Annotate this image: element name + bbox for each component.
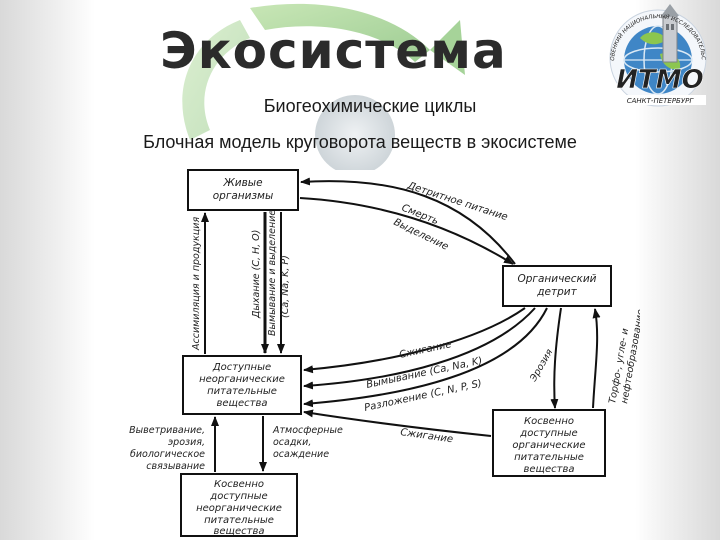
box-label: неорганические [196, 503, 282, 514]
box-label: доступные [209, 491, 267, 502]
label-respiration: Дыхание (C, H, O) [251, 230, 262, 319]
box-label: Живые [222, 177, 262, 189]
box-label: вещества [217, 398, 268, 409]
label-atmospheric: осадки, [273, 437, 311, 448]
recycle-arrow-decoration [182, 3, 465, 170]
box-indirect-inorganic: Косвенно доступные неорганические питате… [180, 473, 298, 537]
arrow-peat [592, 308, 601, 409]
slide-subtitle: Биогеохимические циклы [263, 96, 477, 116]
label-atmospheric: Атмосферные [272, 425, 343, 436]
label-weathering: эрозия, [168, 437, 205, 448]
box-label: неорганические [199, 374, 285, 385]
label-burning-2: Сжигание [400, 427, 454, 445]
label-leaching-2: (Ca, Na, K, P) [280, 255, 291, 318]
arrow-death-excretion [299, 197, 514, 265]
label-weathering: Выветривание, [129, 425, 205, 436]
box-label: органические [512, 440, 585, 451]
box-label: детрит [536, 286, 577, 298]
box-label: вещества [524, 464, 575, 475]
box-indirect-organic: Косвенно доступные органические питатель… [492, 409, 606, 477]
box-available-nutrients: Доступные неорганические питательные вещ… [182, 355, 302, 415]
label-assimilation: Ассимиляция и продукция [191, 217, 202, 351]
arrows [201, 177, 601, 472]
label-weathering: связывание [146, 461, 205, 472]
arrow-burning-1 [303, 307, 526, 374]
arrow-detrital-feeding [300, 177, 516, 265]
box-label: вещества [214, 526, 265, 537]
left-shade [0, 0, 95, 540]
slide-title: Экосистема [160, 22, 507, 80]
arrow-leaching-2 [303, 307, 536, 390]
box-label: организмы [213, 190, 274, 202]
arrow-erosion [550, 307, 562, 409]
arrow-decomposition [303, 307, 548, 408]
label-erosion: Эрозия [528, 347, 556, 384]
logo-name: ИТМО [616, 65, 703, 95]
box-label: питательные [514, 452, 584, 463]
box-label: Косвенно [524, 416, 574, 427]
nutrient-cycle-diagram: Живые организмы Органический детрит Дост… [129, 169, 640, 537]
itmo-logo: ЧАСОВЕНКИЙ НАЦИОНАЛЬНЫЙ ИССЛЕДОВАТЕЛЬСКИ… [600, 2, 707, 107]
arrow-burning-2 [303, 409, 492, 437]
logo-city: САНКТ-ПЕТЕРБУРГ [627, 97, 695, 105]
label-atmospheric: осаждение [273, 449, 329, 460]
label-weathering: биологическое [130, 449, 205, 460]
slide-subtitle-2: Блочная модель круговорота веществ в эко… [143, 132, 577, 152]
box-label: Органический [518, 273, 597, 285]
box-label: Доступные [212, 362, 271, 373]
label-excretion: Выделение [392, 217, 450, 253]
label-burning-1: Сжигание [398, 339, 452, 361]
box-label: питательные [207, 386, 277, 397]
box-label: Косвенно [214, 479, 264, 490]
box-label: питательные [204, 515, 274, 526]
box-organic-detritus: Органический детрит [502, 265, 612, 307]
box-label: доступные [519, 428, 577, 439]
box-living-organisms: Живые организмы [187, 169, 299, 211]
label-leaching-1: Вымывание и выделение [267, 210, 278, 336]
